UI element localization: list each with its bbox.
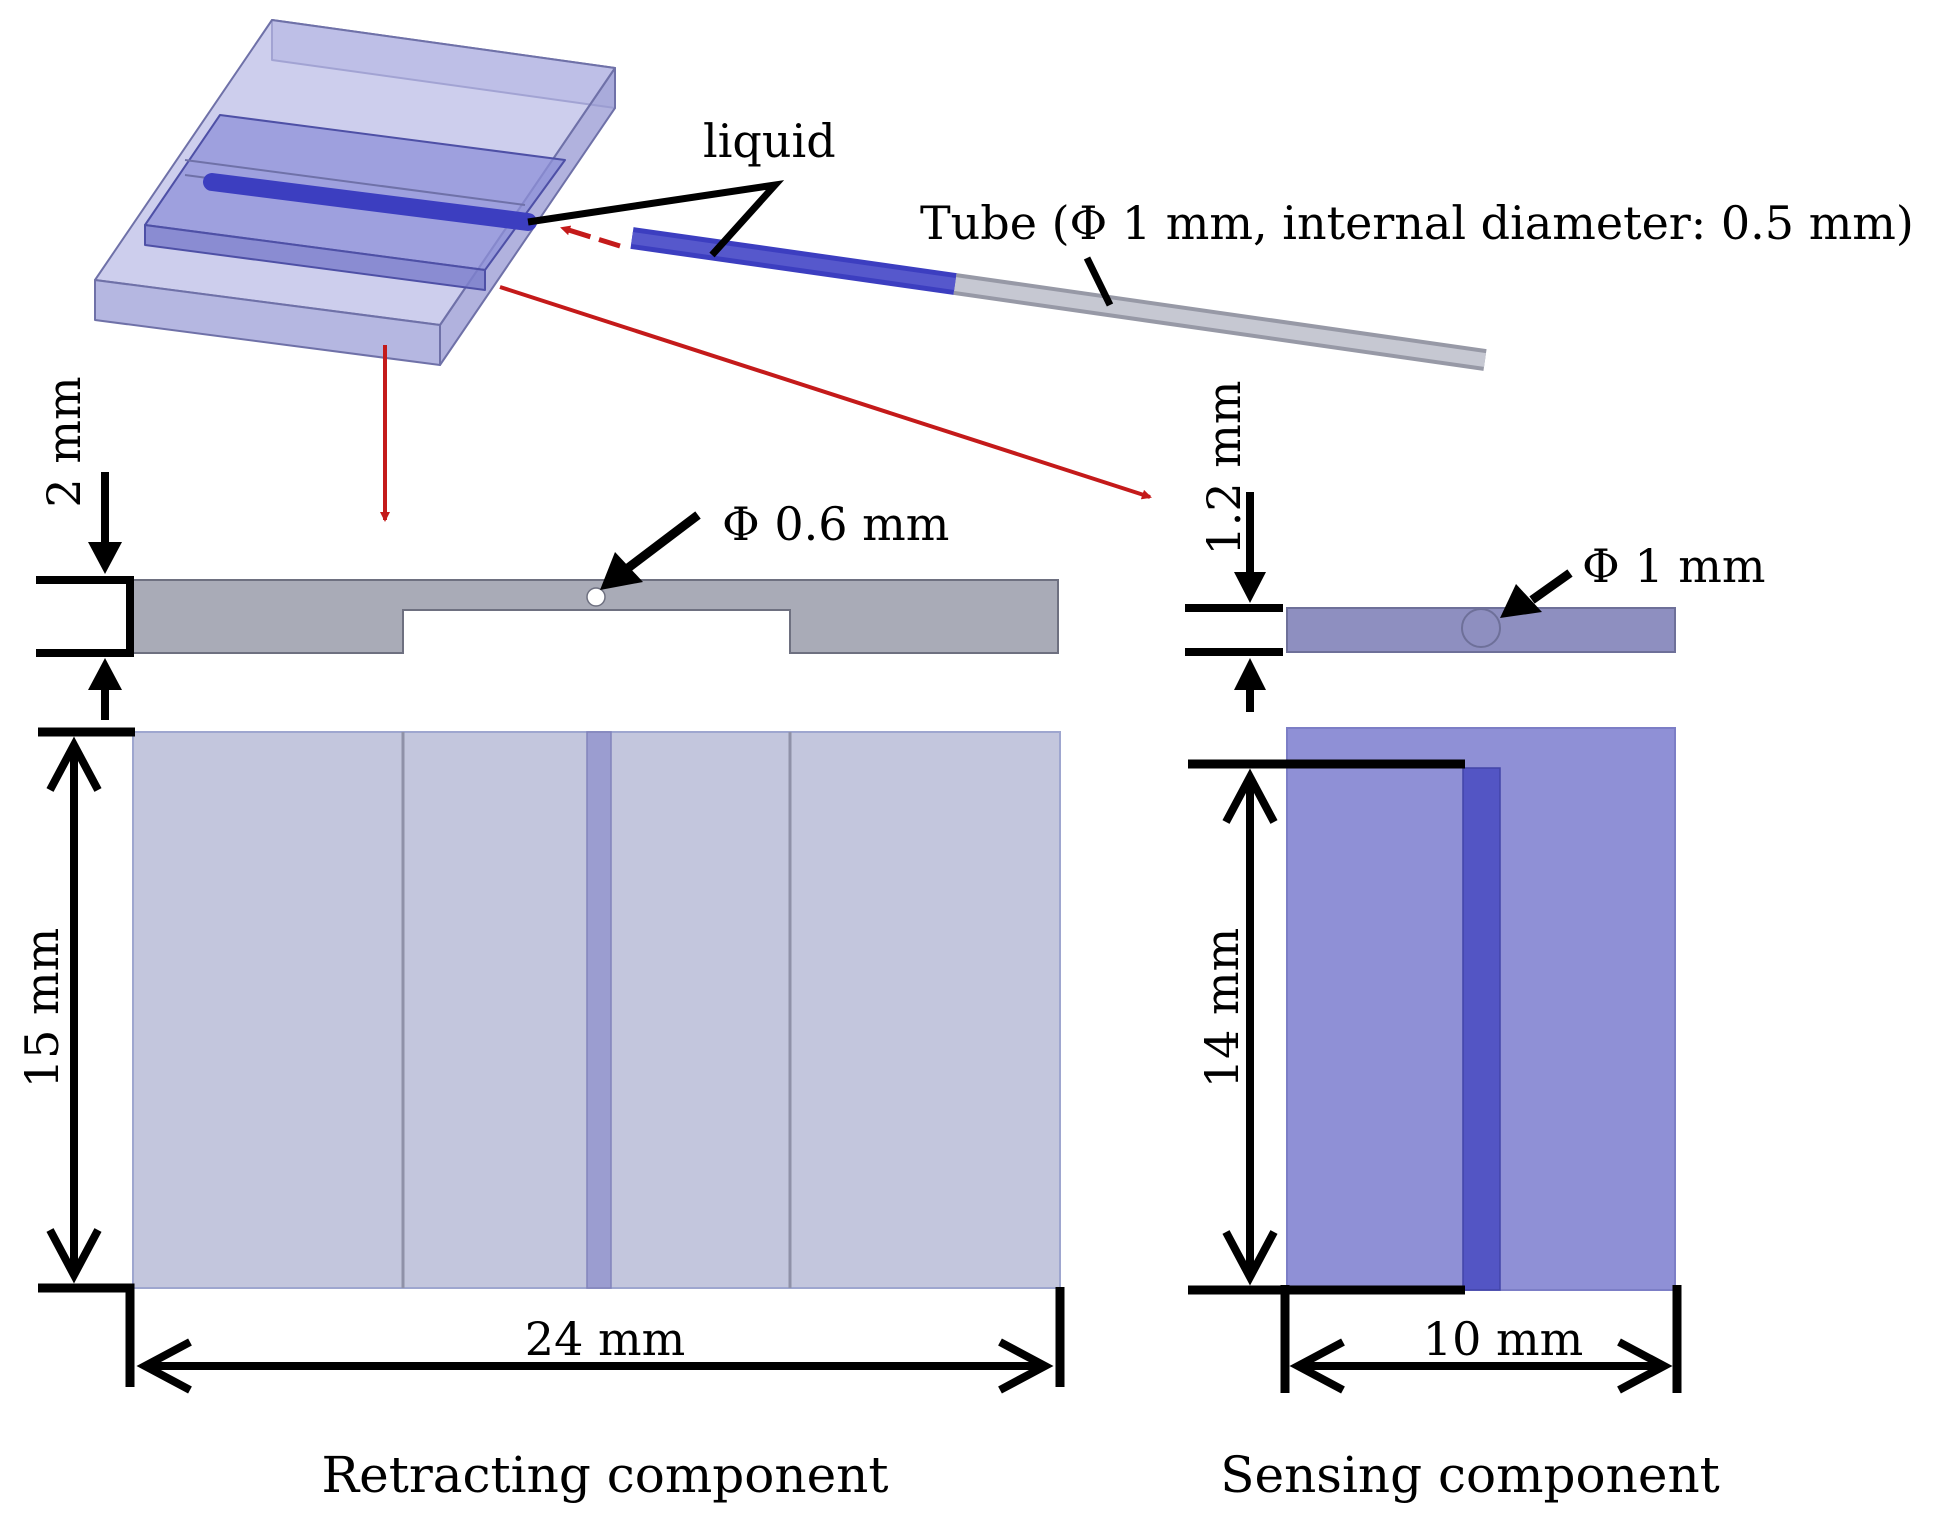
sensing-caption: Sensing component — [1220, 1446, 1720, 1504]
tube-label: Tube (Φ 1 mm, internal diameter: 0.5 mm) — [920, 196, 1914, 250]
retracting-hole — [586, 587, 606, 607]
retracting-channel — [586, 731, 612, 1289]
sensing-hole — [1461, 608, 1501, 648]
retracting-caption: Retracting component — [322, 1446, 889, 1504]
iso-liquid-channel — [203, 173, 537, 231]
captions: Retracting component Sensing component — [322, 1446, 1720, 1504]
sensing-hole-label: Φ 1 mm — [1582, 539, 1765, 593]
sensing-channel — [1462, 767, 1501, 1291]
sensing-pointer-arrow — [499, 285, 1152, 500]
sensing-cross-section — [1286, 607, 1676, 653]
retracting-height-label: 15 mm — [15, 928, 69, 1088]
retracting-component — [132, 579, 1061, 1289]
liquid-label: liquid — [703, 114, 836, 168]
dimension-labels: Φ 0.6 mm Φ 1 mm 2 mm 1.2 mm 15 mm 14 mm … — [15, 376, 1765, 1366]
sensing-width-label: 10 mm — [1423, 1312, 1583, 1366]
insertion-arrow — [560, 225, 621, 249]
retracting-hole-label: Φ 0.6 mm — [722, 497, 949, 551]
retracting-width-label: 24 mm — [525, 1312, 685, 1366]
dimension-lines — [36, 472, 1682, 1394]
tube-callout: Tube (Φ 1 mm, internal diameter: 0.5 mm) — [920, 196, 1914, 307]
red-callouts — [380, 225, 1152, 522]
sensing-height-label: 14 mm — [1195, 928, 1249, 1088]
retracting-cross-section — [132, 579, 1059, 654]
sensing-component — [1286, 607, 1676, 1291]
sensing-thickness-label: 1.2 mm — [1197, 380, 1251, 555]
retracting-thickness-label: 2 mm — [37, 376, 91, 507]
isometric-assembly — [94, 19, 616, 366]
tube — [630, 227, 1487, 371]
liquid-callout: liquid — [527, 114, 836, 258]
